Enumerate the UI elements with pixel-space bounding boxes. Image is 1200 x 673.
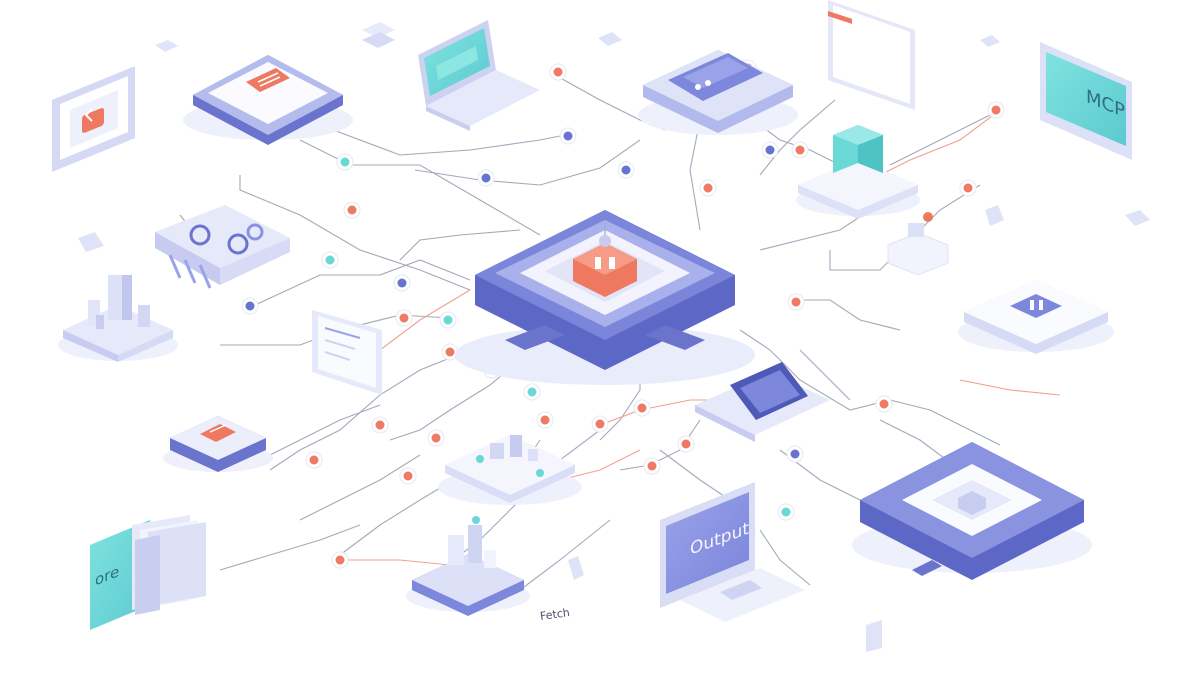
connector-dot-core — [527, 387, 537, 397]
connector-dot-core — [790, 449, 800, 459]
connector-dot-core — [765, 145, 775, 155]
folder-stack-icon[interactable] — [90, 515, 206, 630]
connector-dot-core — [781, 507, 791, 517]
connector-dot-core — [621, 165, 631, 175]
server-block-icon[interactable] — [183, 55, 353, 145]
connection-wires — [179, 74, 1001, 591]
connector-dot-core — [963, 183, 973, 193]
router-plate-icon[interactable] — [638, 50, 798, 135]
connector-dot-core — [563, 131, 573, 141]
hub-chip-icon[interactable] — [455, 210, 755, 385]
connector-dot-core — [540, 415, 550, 425]
misc-decor — [78, 32, 1150, 652]
connector-dot-core — [325, 255, 335, 265]
small-tray-icon — [155, 22, 395, 52]
connector-dot-core — [879, 399, 889, 409]
pause-chip-icon[interactable] — [958, 280, 1114, 354]
connector-dot-core — [403, 471, 413, 481]
connector-dot-core — [397, 278, 407, 288]
robot-device-icon[interactable] — [887, 212, 949, 276]
connector-dot-core — [309, 455, 319, 465]
connector-dot-core — [637, 403, 647, 413]
connector-dot-core — [335, 555, 345, 565]
connector-dot-core — [399, 313, 409, 323]
process-tray-icon[interactable] — [438, 435, 582, 505]
connector-dot-core — [647, 461, 657, 471]
mcp-monitor-icon[interactable] — [1040, 42, 1132, 160]
connector-dot-core — [791, 297, 801, 307]
connector-dot-core — [553, 67, 563, 77]
document-panel-icon[interactable] — [828, 0, 915, 110]
connector-dot-core — [445, 347, 455, 357]
connector-dot-core — [431, 433, 441, 443]
laptop-icon[interactable] — [418, 20, 540, 131]
terminal-monitor-icon[interactable] — [52, 66, 135, 172]
connector-dot-core — [991, 105, 1001, 115]
data-cluster-icon[interactable] — [58, 275, 178, 362]
connector-dot-core — [681, 439, 691, 449]
connector-dot-core — [375, 420, 385, 430]
connector-dot-core — [795, 145, 805, 155]
connector-dot-core — [245, 301, 255, 311]
connector-dot-core — [347, 205, 357, 215]
connector-dot-core — [443, 315, 453, 325]
storage-stack-icon[interactable] — [163, 416, 273, 472]
fetch-cluster-icon[interactable] — [406, 516, 530, 616]
processor-chip-icon[interactable] — [852, 442, 1092, 580]
connector-dots — [241, 59, 1005, 569]
output-monitor-icon[interactable] — [660, 482, 805, 622]
connector-dot-core — [481, 173, 491, 183]
connector-dot-core — [595, 419, 605, 429]
terminal-laptop-icon[interactable] — [695, 362, 830, 442]
connector-dot-core — [703, 183, 713, 193]
cable-bundle-icon[interactable] — [155, 205, 290, 289]
database-cube-icon[interactable] — [796, 125, 920, 219]
connector-dot-core — [340, 157, 350, 167]
config-panel-icon[interactable] — [312, 310, 382, 395]
